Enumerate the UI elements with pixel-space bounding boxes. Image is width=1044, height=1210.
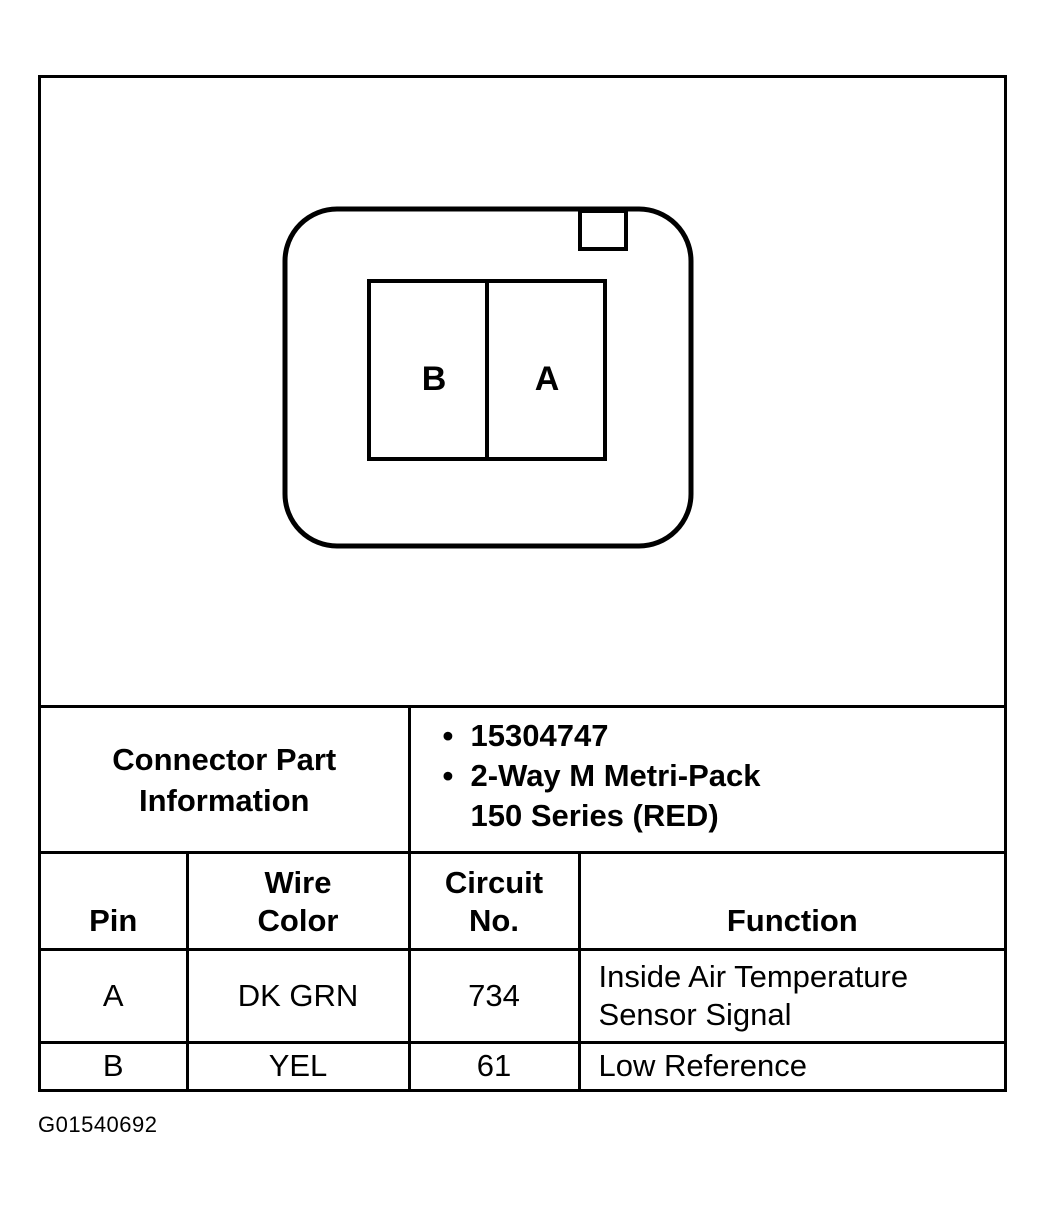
header-circuit-line1: Circuit xyxy=(444,865,544,900)
part-info-label-line1: Connector Part xyxy=(112,741,337,777)
header-circuit-no: Circuit No. xyxy=(407,851,581,951)
connector-drawing: B A xyxy=(282,206,694,549)
row-b-pin-value: B xyxy=(102,1048,124,1084)
connector-housing xyxy=(282,206,694,549)
row-a-wire-color-value: DK GRN xyxy=(237,978,359,1013)
row-a-wire-color: DK GRN xyxy=(185,948,411,1044)
row-a-function: Inside Air Temperature Sensor Signal xyxy=(577,948,1005,1044)
connector-type-line2: 150 Series (RED) xyxy=(470,798,719,833)
row-a-circuit-value: 734 xyxy=(468,978,520,1013)
row-b-function-line1: Low Reference xyxy=(598,1048,808,1084)
connector-lock-tab xyxy=(578,209,628,251)
connector-face-view: B A xyxy=(41,78,1004,705)
pin-cavity-b-label: B xyxy=(422,360,447,398)
pin-cavity-a xyxy=(485,279,607,461)
pin-cavity-a-label: A xyxy=(535,360,560,398)
row-a-pin-value: A xyxy=(102,978,124,1013)
connector-type-item: 2-Way M Metri-Pack 150 Series (RED) xyxy=(443,756,1005,836)
table-row: A DK GRN 734 Inside Air Temperature Sens… xyxy=(41,948,1005,1044)
header-function-label: Function xyxy=(726,903,858,938)
row-a-function-line1: Inside Air Temperature xyxy=(598,959,909,994)
header-pin: Pin xyxy=(41,851,189,951)
row-a-pin: A xyxy=(41,948,189,1044)
figure-id: G01540692 xyxy=(38,1112,158,1137)
row-a-function-line2: Sensor Signal xyxy=(598,997,792,1032)
part-info-list: 15304747 2-Way M Metri-Pack 150 Series (… xyxy=(411,708,1005,842)
row-b-circuit-value: 61 xyxy=(476,1048,512,1084)
row-b-function: Low Reference xyxy=(577,1041,1005,1089)
part-info-label-cell: Connector Part Information xyxy=(41,705,411,854)
part-info-details-cell: 15304747 2-Way M Metri-Pack 150 Series (… xyxy=(407,705,1005,854)
row-b-wire-color-value: YEL xyxy=(268,1048,328,1084)
header-circuit-line2: No. xyxy=(469,903,519,938)
part-info-row: Connector Part Information 15304747 2-Wa… xyxy=(41,705,1005,854)
header-wire-color-line1: Wire xyxy=(264,865,332,900)
header-wire-color-line2: Color xyxy=(257,903,339,938)
row-a-circuit: 734 xyxy=(407,948,581,1044)
row-b-pin: B xyxy=(41,1041,189,1089)
table-header-row: Pin Wire Color Circuit No. Function xyxy=(41,851,1005,951)
part-info-label: Connector Part Information xyxy=(41,739,408,821)
row-b-wire-color: YEL xyxy=(185,1041,411,1089)
header-wire-color: Wire Color xyxy=(185,851,411,951)
part-info-label-line2: Information xyxy=(139,782,310,818)
header-pin-label: Pin xyxy=(89,903,138,938)
diagram-frame: B A Connector Part Information 15304747 xyxy=(38,75,1007,1092)
part-number-item: 15304747 xyxy=(443,716,1005,756)
table-row: B YEL 61 Low Reference xyxy=(41,1041,1005,1089)
connector-info-table: Connector Part Information 15304747 2-Wa… xyxy=(41,705,1005,1089)
part-number: 15304747 xyxy=(470,718,609,753)
connector-type-line1: 2-Way M Metri-Pack xyxy=(470,758,761,793)
row-b-circuit: 61 xyxy=(407,1041,581,1089)
header-function: Function xyxy=(577,851,1005,951)
